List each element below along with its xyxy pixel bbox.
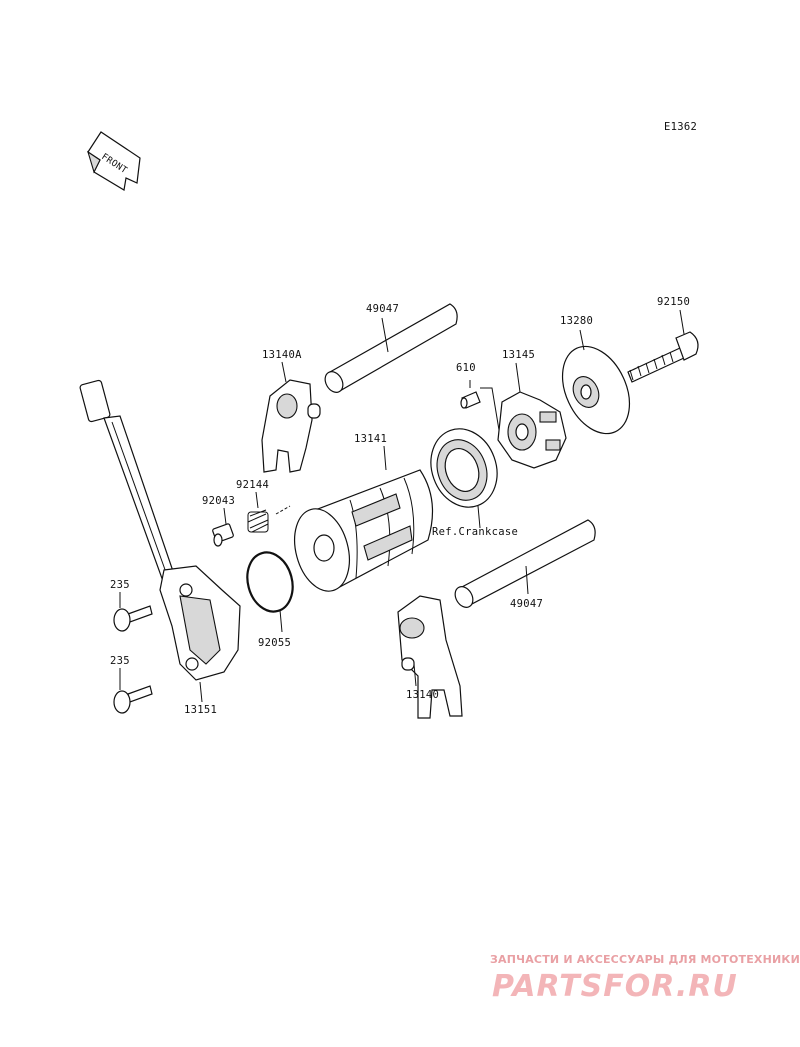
label-92144: 92144 bbox=[236, 479, 269, 491]
shift-drum-13141[interactable] bbox=[286, 445, 434, 597]
watermark-logo: PARTSFOR.RU bbox=[492, 969, 738, 1004]
label-13141: 13141 bbox=[354, 433, 387, 445]
o-ring-92055[interactable] bbox=[241, 547, 299, 633]
label-13140: 13140 bbox=[406, 689, 439, 701]
sensor-housing-13151[interactable] bbox=[79, 379, 241, 703]
label-49047-top: 49047 bbox=[366, 303, 399, 315]
shift-rod-lower[interactable] bbox=[452, 519, 596, 611]
label-13145: 13145 bbox=[502, 349, 535, 361]
label-ref-crankcase: Ref.Crankcase bbox=[432, 526, 518, 538]
diagram-code: E1362 bbox=[664, 121, 697, 133]
pin-92043[interactable] bbox=[212, 507, 234, 547]
label-13151: 13151 bbox=[184, 704, 217, 716]
bearing-crankcase[interactable] bbox=[420, 419, 508, 529]
bolt-235-upper[interactable] bbox=[113, 592, 153, 632]
label-13140a: 13140A bbox=[262, 349, 302, 361]
label-92150: 92150 bbox=[657, 296, 690, 308]
label-235-upper: 235 bbox=[110, 579, 130, 591]
bolt-92150[interactable] bbox=[627, 309, 699, 383]
label-235-lower: 235 bbox=[110, 655, 130, 667]
front-arrow-icon: FRONT bbox=[87, 131, 141, 191]
shift-fork-13140[interactable] bbox=[397, 595, 463, 719]
label-13280: 13280 bbox=[560, 315, 593, 327]
label-92055: 92055 bbox=[258, 637, 291, 649]
shift-rod-upper[interactable] bbox=[322, 303, 458, 396]
pin-610[interactable] bbox=[460, 380, 501, 437]
label-92043: 92043 bbox=[202, 495, 235, 507]
label-49047-bottom: 49047 bbox=[510, 598, 543, 610]
shift-fork-13140a[interactable] bbox=[261, 361, 321, 473]
bolt-235-lower[interactable] bbox=[113, 668, 153, 714]
watermark-tagline: ЗАПЧАСТИ И АКСЕССУАРЫ ДЛЯ МОТОТЕХНИКИ bbox=[490, 953, 800, 966]
plate-13280[interactable] bbox=[549, 329, 642, 444]
label-610: 610 bbox=[456, 362, 476, 374]
shift-cam-13145[interactable] bbox=[497, 362, 567, 469]
spring-92144[interactable] bbox=[247, 491, 291, 533]
